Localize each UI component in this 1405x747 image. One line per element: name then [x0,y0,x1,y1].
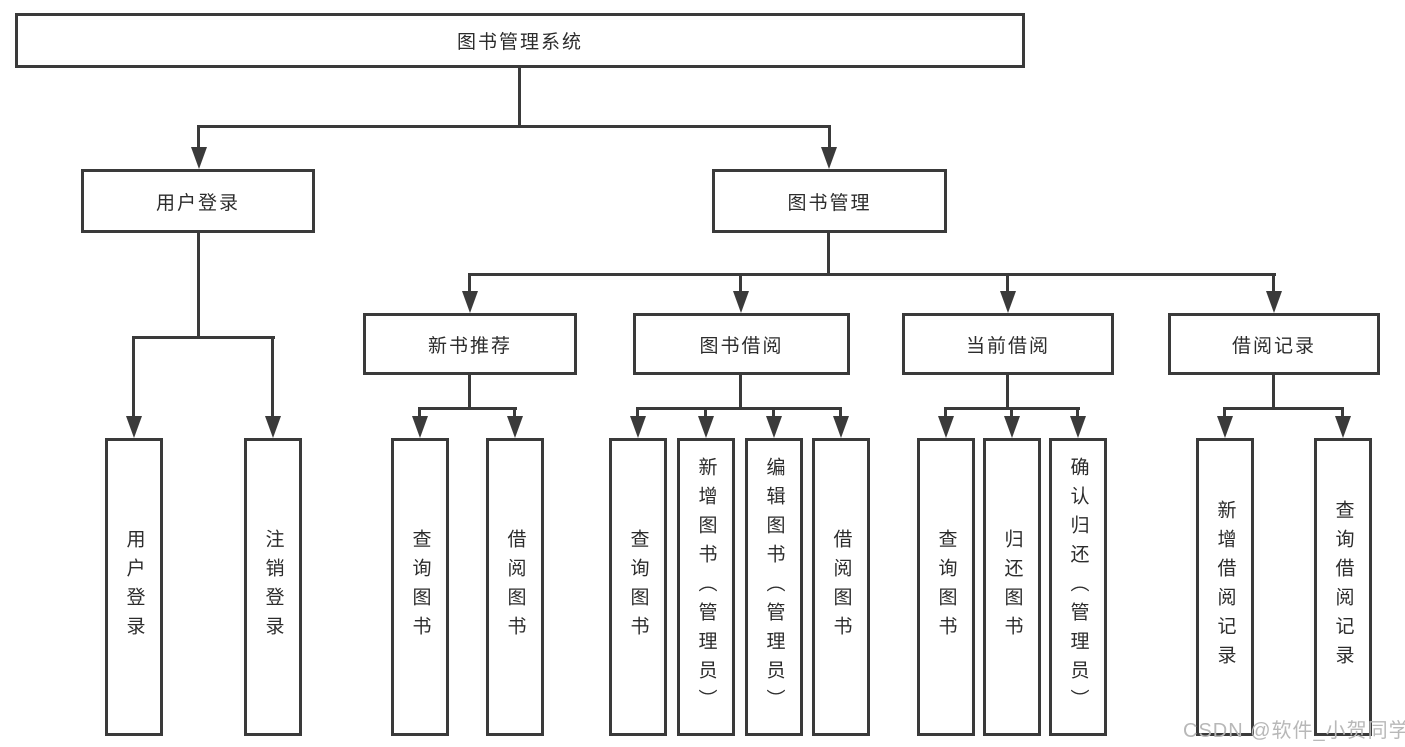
arrowhead-down-icon [1004,416,1020,438]
node-leaf-return-book: 归还图书 [983,438,1041,736]
node-leaf-borrow-book-2-label: 借阅图书 [830,529,852,645]
connector-line [513,407,516,419]
node-book-borrow-label: 图书借阅 [699,335,784,357]
node-leaf-confirm-return-label: 确认归还（管理员） [1067,456,1089,718]
node-leaf-logout: 注销登录 [244,438,302,736]
arrowhead-down-icon [462,291,478,313]
connector-line [468,273,1276,276]
arrowhead-down-icon [412,416,428,438]
arrowhead-down-icon [191,147,207,169]
connector-line [1341,407,1344,419]
arrowhead-down-icon [1070,416,1086,438]
node-root: 图书管理系统 [15,13,1025,68]
connector-line [197,125,200,150]
connector-line [271,336,274,419]
node-book-management: 图书管理 [712,169,947,233]
connector-line [132,336,135,419]
node-leaf-edit-book: 编辑图书（管理员） [745,438,803,736]
connector-line [132,336,275,339]
node-leaf-borrow-book-1: 借阅图书 [486,438,544,736]
node-leaf-query-borrow-record-label: 查询借阅记录 [1332,500,1354,674]
connector-line [1006,375,1009,410]
node-leaf-add-book-label: 新增图书（管理员） [695,456,717,718]
connector-line [197,233,200,339]
connector-line [944,407,947,419]
node-leaf-edit-book-label: 编辑图书（管理员） [763,456,785,718]
arrowhead-down-icon [630,416,646,438]
connector-line [739,375,742,410]
node-leaf-query-borrow-record: 查询借阅记录 [1314,438,1372,736]
arrowhead-down-icon [1266,291,1282,313]
connector-line [1076,407,1079,419]
arrowhead-down-icon [1000,291,1016,313]
node-book-management-label: 图书管理 [787,192,872,214]
arrowhead-down-icon [766,416,782,438]
node-current-borrow-label: 当前借阅 [965,335,1050,357]
arrowhead-down-icon [126,416,142,438]
node-new-book-recommend: 新书推荐 [363,313,577,375]
arrowhead-down-icon [938,416,954,438]
arrowhead-down-icon [821,147,837,169]
connector-line [1272,273,1275,294]
connector-line [468,273,471,294]
connector-line [1272,375,1275,410]
connector-line [636,407,842,410]
connector-line [704,407,707,419]
arrowhead-down-icon [507,416,523,438]
connector-line [828,125,831,150]
node-user-login: 用户登录 [81,169,315,233]
node-leaf-query-book-3-label: 查询图书 [935,529,957,645]
connector-line [197,125,831,128]
node-current-borrow: 当前借阅 [902,313,1114,375]
node-leaf-query-book-2: 查询图书 [609,438,667,736]
arrowhead-down-icon [833,416,849,438]
node-leaf-borrow-book-2: 借阅图书 [812,438,870,736]
connector-line [1223,407,1226,419]
node-leaf-logout-label: 注销登录 [262,529,284,645]
node-leaf-add-book: 新增图书（管理员） [677,438,735,736]
connector-line [418,407,517,410]
arrowhead-down-icon [698,416,714,438]
csdn-watermark: CSDN @软件_小贺同学 [1183,720,1405,742]
node-user-login-label: 用户登录 [155,192,240,214]
connector-line [1010,407,1013,419]
node-leaf-borrow-book-1-label: 借阅图书 [504,529,526,645]
connector-line [1223,407,1344,410]
arrowhead-down-icon [265,416,281,438]
node-leaf-query-book-1-label: 查询图书 [409,529,431,645]
node-leaf-add-borrow-record: 新增借阅记录 [1196,438,1254,736]
connector-line [418,407,421,419]
connector-line [839,407,842,419]
connector-line [636,407,639,419]
node-borrow-record-label: 借阅记录 [1231,335,1316,357]
node-root-label: 图书管理系统 [456,32,583,53]
node-new-book-recommend-label: 新书推荐 [427,335,512,357]
node-borrow-record: 借阅记录 [1168,313,1380,375]
connector-line [772,407,775,419]
node-leaf-return-book-label: 归还图书 [1001,529,1023,645]
arrowhead-down-icon [733,291,749,313]
node-leaf-query-book-2-label: 查询图书 [627,529,649,645]
connector-line [468,375,471,410]
connector-line [827,233,830,276]
node-book-borrow: 图书借阅 [633,313,850,375]
node-leaf-confirm-return: 确认归还（管理员） [1049,438,1107,736]
node-leaf-query-book-1: 查询图书 [391,438,449,736]
node-leaf-user-login: 用户登录 [105,438,163,736]
connector-line [518,68,521,128]
node-leaf-query-book-3: 查询图书 [917,438,975,736]
arrowhead-down-icon [1217,416,1233,438]
connector-line [739,273,742,294]
node-leaf-add-borrow-record-label: 新增借阅记录 [1214,500,1236,674]
node-leaf-user-login-label: 用户登录 [123,529,145,645]
arrowhead-down-icon [1335,416,1351,438]
connector-line [1006,273,1009,294]
